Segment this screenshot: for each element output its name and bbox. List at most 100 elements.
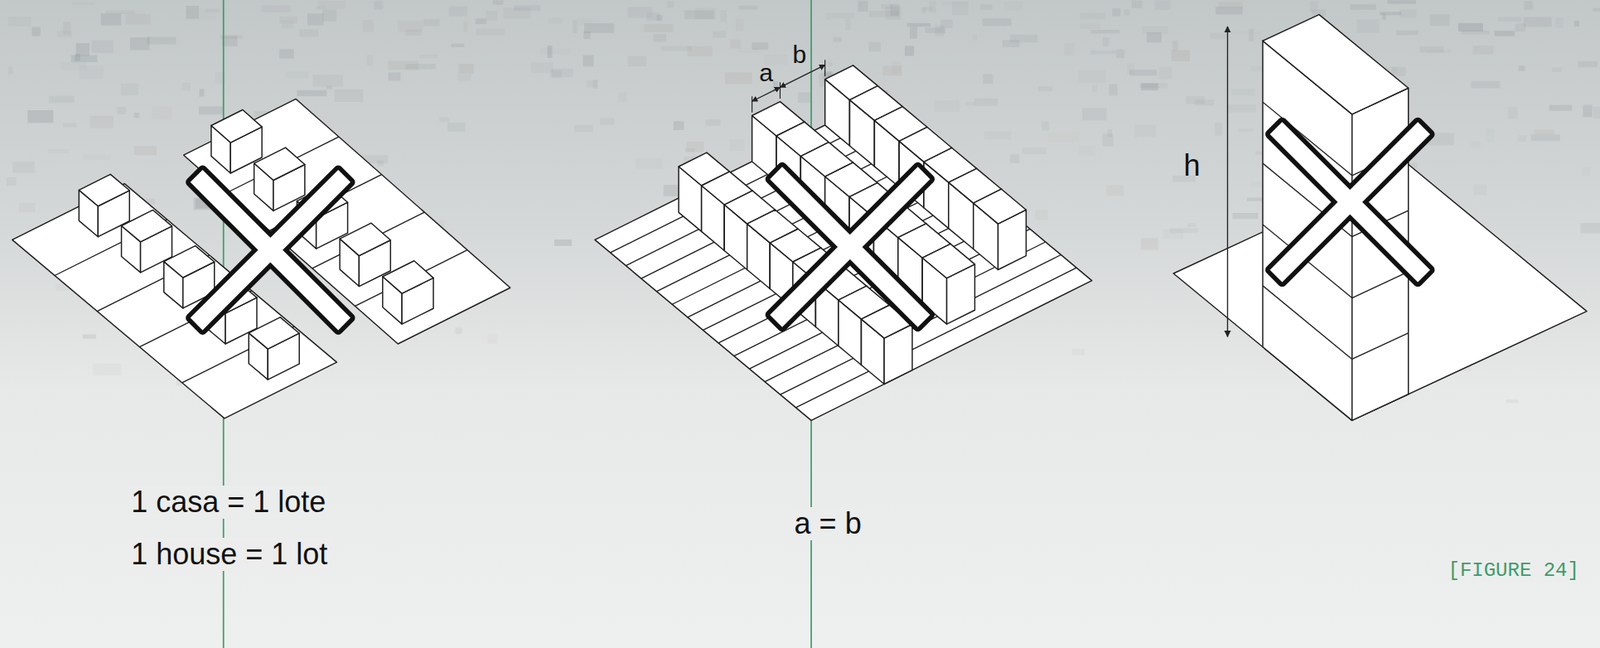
- roof-patch: [71, 55, 98, 63]
- caption-text: 1 casa = 1 lote: [128, 485, 329, 519]
- dimension-label: b: [792, 40, 807, 68]
- roof-patch: [1092, 85, 1098, 93]
- cross-outline: [1270, 121, 1431, 282]
- roof-patch: [1506, 399, 1518, 403]
- roof-patch: [921, 7, 927, 14]
- roof-patch: [1580, 222, 1600, 233]
- roof-patch: [1530, 134, 1561, 141]
- roof-patch: [909, 26, 918, 39]
- roof-patch: [1142, 26, 1169, 34]
- roof-patch: [366, 55, 373, 67]
- roof-patch: [1102, 37, 1109, 47]
- roof-patch: [845, 18, 851, 30]
- roof-patch: [1470, 81, 1500, 89]
- roof-patch: [1131, 0, 1143, 8]
- figure-number: [FIGURE 24]: [1448, 560, 1580, 582]
- roof-patch: [82, 154, 111, 160]
- roof-patch: [1106, 184, 1124, 196]
- roof-patch: [1090, 50, 1117, 54]
- roof-patch: [1126, 63, 1134, 75]
- roof-patch: [285, 71, 310, 78]
- house-cube: [248, 317, 300, 349]
- roof-patch: [1518, 65, 1526, 72]
- roof-patch: [1349, 4, 1376, 10]
- roof-patch: [1107, 129, 1112, 138]
- roof-patch: [151, 106, 172, 121]
- roof-patch: [686, 141, 704, 152]
- roof-patch: [1082, 108, 1107, 121]
- roof-patch: [1187, 222, 1196, 228]
- roof-patch: [457, 73, 472, 82]
- lot-strip: [183, 98, 511, 344]
- house-cube: [121, 209, 173, 242]
- roof-patch: [695, 7, 716, 20]
- roof-patch: [673, 120, 685, 131]
- roof-patch: [6, 177, 17, 186]
- roof-patch: [1002, 39, 1020, 48]
- cross-fill: [769, 166, 930, 327]
- roof-patch: [198, 106, 223, 115]
- roof-patch: [62, 123, 77, 128]
- roof-patch: [1238, 128, 1254, 132]
- roof-patch: [199, 88, 205, 97]
- cross-outline: [1270, 121, 1431, 282]
- roof-patch: [738, 5, 758, 10]
- equation-label: a = b: [792, 507, 865, 541]
- roof-patch: [653, 33, 667, 42]
- roof-patch: [1494, 30, 1516, 37]
- roof-patch: [586, 80, 598, 88]
- roof-patch: [661, 46, 692, 52]
- roof-patch: [1399, 9, 1417, 18]
- roof-patch: [1419, 46, 1444, 54]
- roof-patch: [1162, 228, 1184, 239]
- roof-patch: [972, 34, 978, 41]
- roof-patch: [120, 83, 139, 96]
- roof-patch: [1582, 105, 1592, 118]
- roof-patch: [105, 9, 136, 15]
- roof-patch: [1080, 12, 1107, 20]
- roof-patch: [1523, 0, 1533, 10]
- roof-patch: [459, 63, 474, 74]
- roof-patch: [705, 119, 721, 126]
- roof-patch: [19, 203, 35, 213]
- dimension-label: a: [758, 58, 774, 87]
- roof-patch: [1041, 120, 1049, 131]
- roof-patch: [924, 27, 946, 34]
- roof-patch: [1578, 61, 1599, 68]
- floor-line: [1352, 333, 1409, 360]
- caption-text: 1 house = 1 lot: [128, 537, 330, 571]
- roof-patch: [1391, 67, 1406, 77]
- roof-patch: [628, 56, 648, 67]
- dimension-label: h: [1184, 149, 1201, 183]
- roof-patch: [1458, 23, 1484, 32]
- roof-patch: [1379, 11, 1402, 15]
- roof-patch: [101, 13, 121, 25]
- roof-patch: [1231, 31, 1261, 35]
- roof-patch: [1549, 105, 1572, 112]
- roof-patch: [261, 4, 292, 12]
- roof-patch: [1124, 9, 1131, 15]
- roof-patch: [406, 63, 436, 70]
- roof-patch: [720, 9, 727, 22]
- roof-patch: [1034, 209, 1048, 220]
- roof-patch: [729, 139, 745, 151]
- roof-patch: [712, 30, 726, 38]
- roof-patch: [1072, 348, 1085, 356]
- roof-patch: [643, 24, 674, 32]
- house-cube: [164, 246, 215, 278]
- roof-patch: [1038, 86, 1053, 92]
- roof-patch: [1078, 145, 1096, 157]
- roof-patch: [1146, 32, 1162, 43]
- roof-patch: [982, 18, 1012, 26]
- roof-patch: [1172, 40, 1179, 51]
- house-cube: [78, 174, 130, 206]
- roof-patch: [934, 100, 960, 112]
- roof-patch: [1232, 212, 1258, 219]
- roof-patch: [423, 19, 440, 26]
- roof-patch: [1218, 1, 1243, 9]
- figure-row-houses: [594, 59, 1093, 421]
- cross-outline: [190, 169, 351, 330]
- cross-fill: [769, 166, 930, 327]
- roof-patch: [27, 110, 54, 123]
